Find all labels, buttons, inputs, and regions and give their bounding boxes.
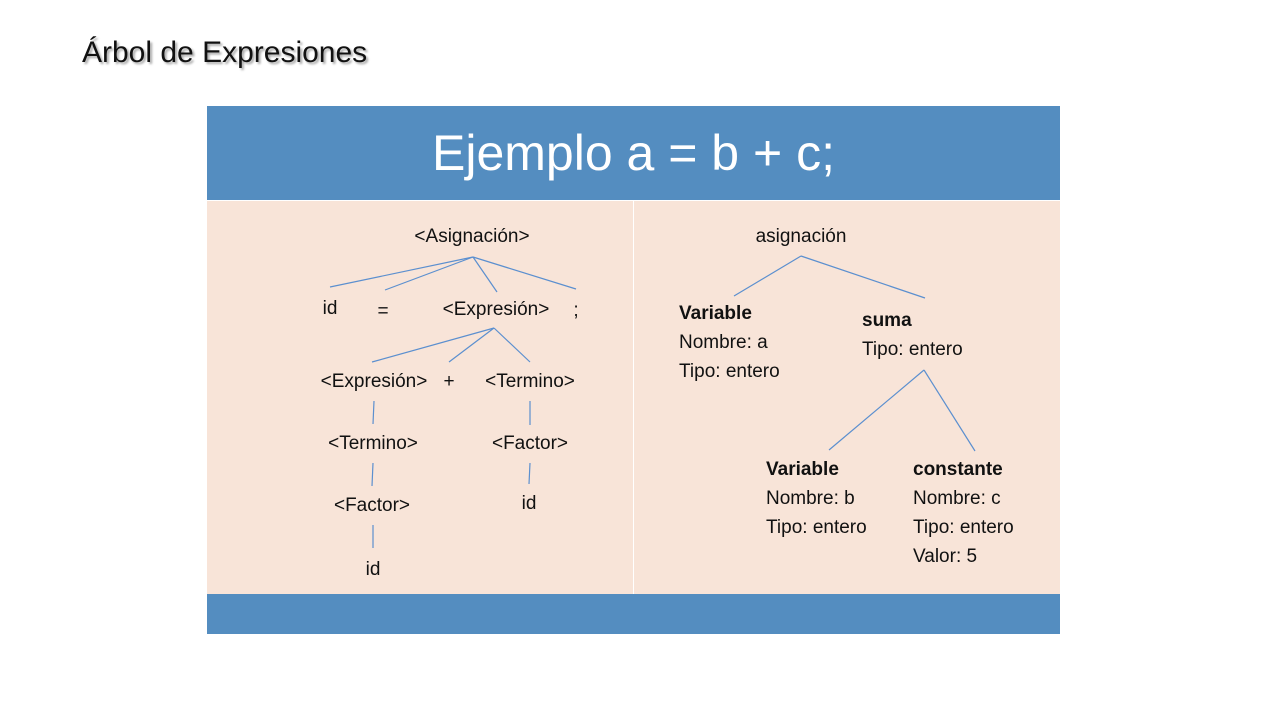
parse-expr-label: <Expresión> (442, 299, 550, 320)
node-suma-title: suma (862, 310, 912, 331)
card-header: Ejemplo a = b + c; (207, 106, 1060, 201)
parse-id-label: id (322, 298, 338, 319)
column-divider (633, 201, 634, 594)
parse-term-left-label: <Termino> (328, 433, 418, 454)
node-variable-a-type: Tipo: entero (679, 361, 780, 382)
parse-semicolon-label: ; (573, 300, 579, 321)
node-constante-value: Valor: 5 (913, 546, 978, 567)
parse-factor-right-label: <Factor> (491, 433, 569, 454)
node-variable-b-name: Nombre: b (766, 488, 855, 509)
parse-root-label: <Asignación> (414, 226, 530, 247)
card-title: Ejemplo a = b + c; (431, 125, 835, 181)
node-variable-b-type: Tipo: entero (766, 517, 867, 538)
node-variable-a-title: Variable (679, 303, 752, 324)
node-variable-a: Variable Nombre: a Tipo: entero (679, 299, 780, 386)
node-suma: suma Tipo: entero (862, 306, 963, 364)
parse-id-left-label: id (365, 559, 381, 580)
parse-equals-label: = (377, 301, 389, 322)
parse-term-right-label: <Termino> (485, 371, 575, 392)
parse-id-right-label: id (521, 493, 537, 514)
node-variable-b-title: Variable (766, 459, 839, 480)
node-variable-a-name: Nombre: a (679, 332, 768, 353)
parse-plus-label: + (443, 371, 455, 392)
card-footer (207, 594, 1060, 634)
node-constante-title: constante (913, 459, 1003, 480)
node-constante-name: Nombre: c (913, 488, 1001, 509)
syntax-root-label: asignación (755, 226, 847, 247)
node-constante: constante Nombre: c Tipo: entero Valor: … (913, 455, 1014, 571)
node-constante-type: Tipo: entero (913, 517, 1014, 538)
node-variable-b: Variable Nombre: b Tipo: entero (766, 455, 867, 542)
parse-factor-left-label: <Factor> (333, 495, 411, 516)
slide-title: Árbol de Expresiones (82, 36, 368, 69)
parse-expr2-label: <Expresión> (320, 371, 428, 392)
node-suma-type: Tipo: entero (862, 339, 963, 360)
